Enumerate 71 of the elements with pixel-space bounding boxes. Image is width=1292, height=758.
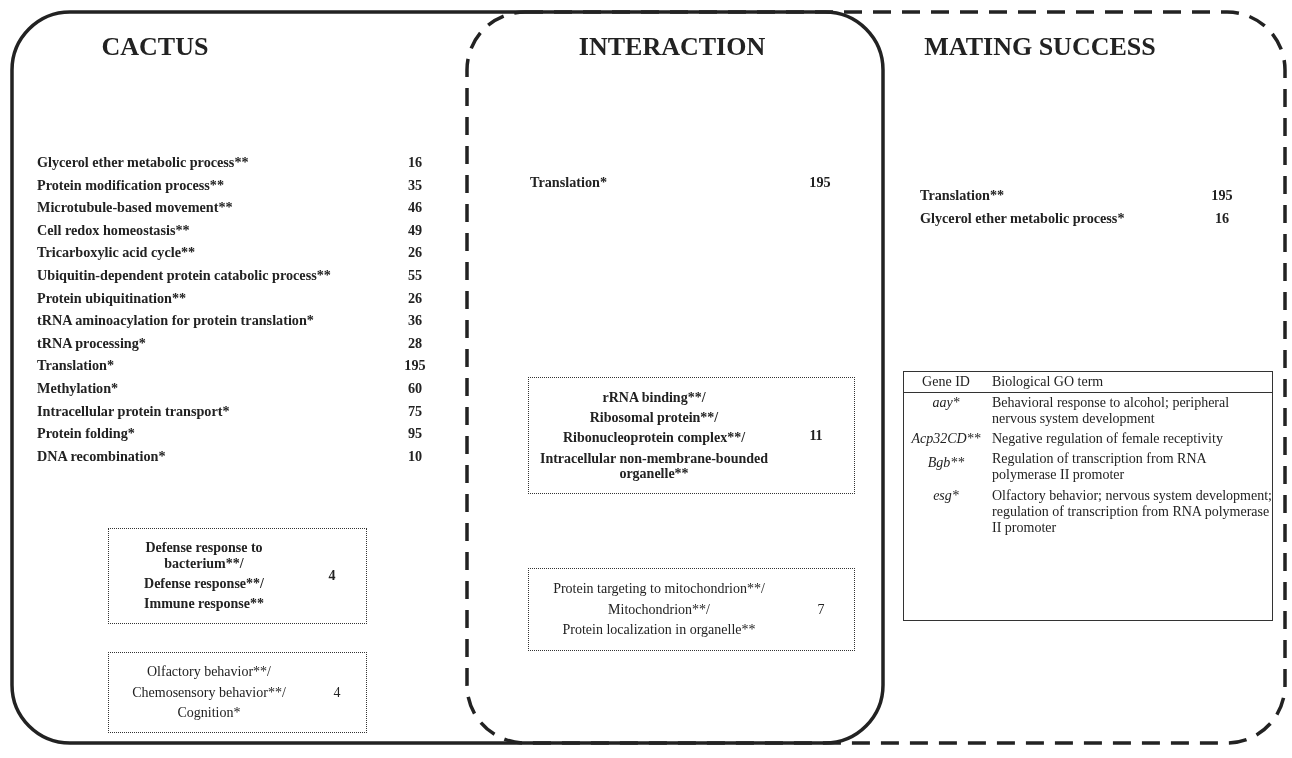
go-term: Glycerol ether metabolic process* — [920, 210, 1125, 228]
go-term: Defense response**/ — [144, 576, 264, 592]
go-term: Intracellular non-membrane-bounded organelle** — [538, 450, 769, 482]
go-term: Negative regulation of female receptivity — [991, 430, 1224, 449]
gene-id: esg* — [932, 486, 960, 505]
gene-count: 55 — [407, 267, 423, 285]
overlap-title: INTERACTION — [578, 34, 766, 60]
go-term: rRNA binding**/ — [602, 389, 706, 405]
table-header: Gene ID — [904, 372, 988, 394]
gene-count: 28 — [407, 334, 423, 352]
go-term: Olfactory behavior**/ — [147, 664, 271, 680]
gene-count: 195 — [809, 174, 831, 192]
gene-count: 11 — [808, 427, 824, 444]
gene-count: 195 — [404, 357, 426, 375]
go-term: Cell redox homeostasis** — [37, 221, 190, 239]
region-title: CACTUS — [101, 34, 209, 60]
gene-count: 49 — [407, 221, 423, 239]
go-term: Translation* — [530, 174, 607, 192]
dotted-box — [528, 568, 855, 651]
solid-rounded-region — [10, 10, 885, 745]
gene-id: aay* — [931, 394, 961, 413]
gene-count: 7 — [816, 601, 826, 618]
region-title: MATING SUCCESS — [924, 34, 1156, 60]
gene-count: 26 — [407, 289, 423, 307]
dotted-box — [528, 377, 855, 494]
gene-count: 35 — [407, 176, 423, 194]
gene-count: 26 — [407, 244, 423, 262]
go-term: Intracellular protein transport* — [37, 402, 230, 420]
go-term: Glycerol ether metabolic process** — [37, 154, 249, 172]
go-term: Protein ubiquitination** — [37, 289, 187, 307]
gene-count: 95 — [407, 425, 423, 443]
gene-count: 4 — [332, 684, 342, 701]
go-term: Translation** — [920, 187, 1005, 205]
go-term: Protein targeting to mitochondrion**/ — [553, 581, 765, 597]
go-term: Methylation* — [37, 380, 119, 398]
go-term: Ribonucleoprotein complex**/ — [562, 430, 746, 446]
gene-count: 36 — [407, 312, 423, 330]
gene-count: 75 — [407, 402, 423, 420]
go-term: Translation* — [37, 357, 114, 375]
go-term: Mitochondrion**/ — [608, 601, 710, 618]
table-header: Biological GO term — [988, 372, 1272, 394]
gene-count: 60 — [407, 380, 423, 398]
gene-count: 16 — [407, 154, 423, 172]
go-term: Immune response** — [144, 596, 264, 612]
dotted-box — [108, 652, 367, 733]
gene-count: 10 — [407, 447, 423, 465]
go-term: DNA recombination* — [37, 447, 166, 465]
go-term: Cognition* — [177, 705, 241, 721]
go-term: Behavioral response to alcohol; peripheral nervous system development — [991, 394, 1231, 429]
gene-count: 4 — [327, 568, 337, 584]
go-term: Ribosomal protein**/ — [589, 409, 719, 426]
gene-id: Bgb** — [926, 454, 966, 473]
gene-count: 195 — [1211, 187, 1233, 205]
go-term: Ubiquitin-dependent protein catabolic process** — [37, 267, 331, 285]
go-term: Tricarboxylic acid cycle** — [37, 244, 196, 262]
gene-table — [903, 371, 1273, 621]
go-term: Protein localization in organelle** — [562, 622, 756, 638]
go-term: Olfactory behavior; nervous system development; regulation of transcription from RNA polymerase II promoter — [991, 486, 1272, 537]
go-term: tRNA aminoacylation for protein translation* — [37, 312, 314, 330]
go-term: Protein folding* — [37, 425, 135, 443]
go-term: Protein modification process** — [37, 176, 225, 194]
go-term: Chemosensory behavior**/ — [132, 684, 286, 701]
dotted-box — [108, 528, 367, 624]
go-term: Regulation of transcription from RNA polymerase II promoter — [991, 450, 1207, 485]
gene-count: 16 — [1214, 210, 1230, 228]
go-term: Microtubule-based movement** — [37, 199, 233, 217]
gene-id: Acp32CD** — [910, 430, 982, 449]
dashed-rounded-region — [465, 10, 1287, 745]
go-term: tRNA processing* — [37, 334, 146, 352]
go-term: Defense response to bacterium**/ — [144, 540, 264, 571]
gene-count: 46 — [407, 199, 423, 217]
